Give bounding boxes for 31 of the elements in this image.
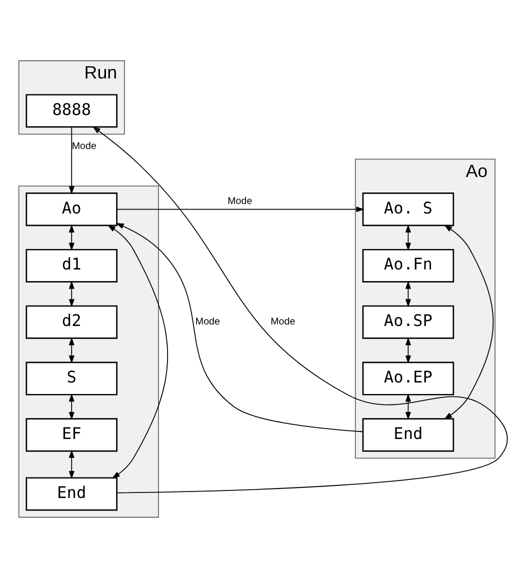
node-box: EF [26,418,118,452]
arrow [68,280,74,307]
arrow [405,336,412,364]
arrow [405,280,412,307]
edge-label: Mode [72,140,96,152]
arrow [92,126,508,493]
node-box: 8888 [26,94,118,128]
node-box: d1 [26,248,118,282]
node-box: End [362,418,454,452]
node-box: S [26,361,118,395]
arrow [68,393,74,420]
arrow [68,336,74,364]
node-box: Ao [26,192,118,226]
edge-label: Mode [270,316,296,328]
arrow [68,224,74,250]
node-box: End [26,476,118,510]
arrow [68,126,74,194]
node-box: d2 [26,304,118,338]
arrow [405,393,412,420]
node-box: Ao.SP [362,304,454,338]
node-box: Ao. S [362,192,454,226]
arrow [405,224,412,250]
arrow [116,222,364,432]
edge-label: Mode [228,195,252,206]
arrow [107,224,168,478]
edge-label: Mode [195,316,220,328]
node-box: Ao.EP [362,361,454,395]
arrow [68,449,74,479]
node-box: Ao.Fn [362,248,454,282]
arrow [116,206,364,212]
arrow [444,224,494,419]
